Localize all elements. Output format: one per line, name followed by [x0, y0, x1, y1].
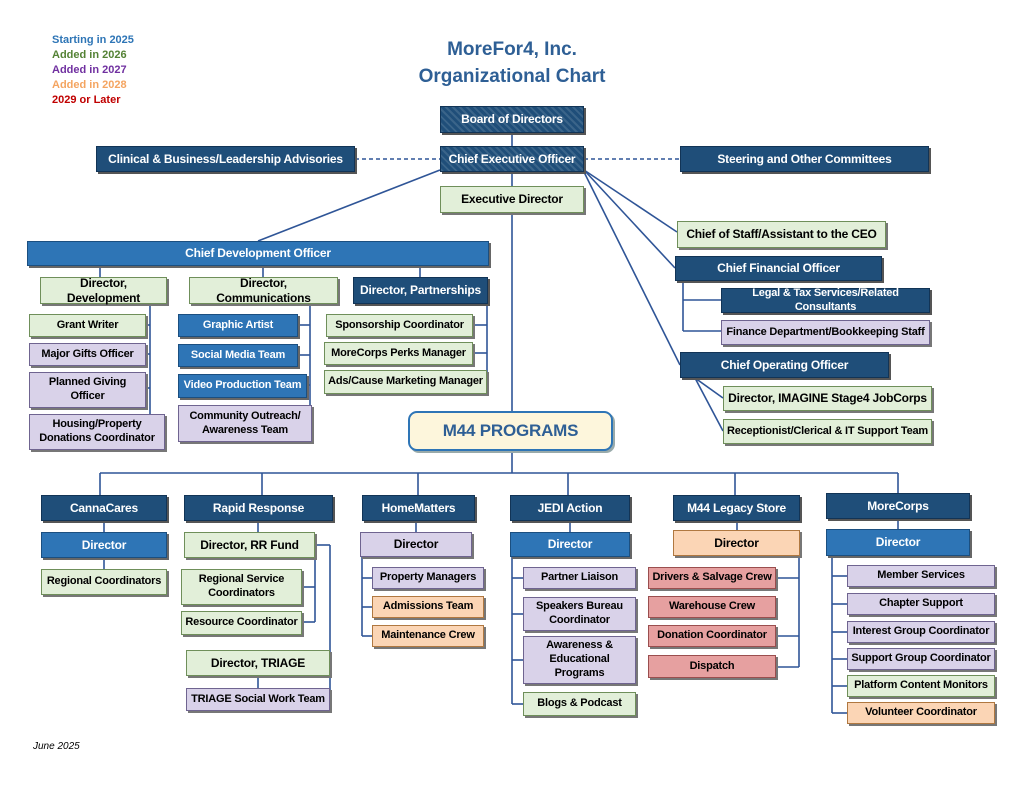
partner-liaison-box: Partner Liaison — [523, 567, 636, 589]
perks-manager-box: MoreCorps Perks Manager — [324, 342, 473, 365]
donation-coordinator-box: Donation Coordinator — [648, 625, 776, 647]
warehouse-crew-box: Warehouse Crew — [648, 596, 776, 618]
director-development-box: Director, Development — [40, 276, 167, 305]
date-label: June 2025 — [33, 741, 80, 752]
ceo-box: Chief Executive Officer — [440, 146, 584, 172]
video-production-box: Video Production Team — [178, 374, 307, 398]
m44-programs-box: M44 PROGRAMS — [408, 411, 613, 451]
legend-item-2028: Added in 2028 — [52, 79, 127, 91]
chief-of-staff-box: Chief of Staff/Assistant to the CEO — [677, 221, 886, 248]
sponsorship-box: Sponsorship Coordinator — [326, 314, 473, 337]
platform-monitors-box: Platform Content Monitors — [847, 675, 995, 697]
cfo-box: Chief Financial Officer — [675, 256, 882, 281]
rr-fund-director-box: Director, RR Fund — [184, 532, 315, 558]
jedi-director-box: Director — [510, 532, 630, 557]
legend-item-2027: Added in 2027 — [52, 64, 127, 76]
receptionist-box: Receptionist/Clerical & IT Support Team — [723, 419, 932, 444]
interest-group-box: Interest Group Coordinator — [847, 621, 995, 643]
speakers-bureau-box: Speakers Bureau Coordinator — [523, 597, 636, 631]
community-outreach-box: Community Outreach/ Awareness Team — [178, 405, 312, 442]
housing-donations-box: Housing/Property Donations Coordinator — [29, 414, 165, 450]
committees-box: Steering and Other Committees — [680, 146, 929, 172]
jedi-action-box: JEDI Action — [510, 495, 630, 521]
grant-writer-box: Grant Writer — [29, 314, 146, 337]
legacy-store-box: M44 Legacy Store — [673, 495, 800, 521]
director-partnerships-box: Director, Partnerships — [353, 277, 488, 304]
morecorps-box: MoreCorps — [826, 493, 970, 519]
planned-giving-box: Planned Giving Officer — [29, 372, 146, 408]
regional-service-box: Regional Service Coordinators — [181, 569, 302, 605]
homematters-box: HomeMatters — [362, 495, 475, 521]
triage-director-box: Director, TRIAGE — [186, 650, 330, 676]
director-communications-box: Director, Communications — [189, 276, 338, 305]
regional-coordinators-box: Regional Coordinators — [41, 569, 167, 595]
admissions-team-box: Admissions Team — [372, 596, 484, 618]
drivers-salvage-box: Drivers & Salvage Crew — [648, 567, 776, 589]
homematters-director-box: Director — [360, 532, 472, 557]
coo-box: Chief Operating Officer — [680, 352, 889, 378]
imagine-box: Director, IMAGINE Stage4 JobCorps — [723, 386, 932, 411]
graphic-artist-box: Graphic Artist — [178, 314, 298, 337]
finance-box: Finance Department/Bookkeeping Staff — [721, 320, 930, 345]
legend-item-2025: Starting in 2025 — [52, 34, 134, 46]
rapid-response-box: Rapid Response — [184, 495, 333, 521]
cannacares-director-box: Director — [41, 532, 167, 558]
board-of-directors: Board of Directors — [440, 106, 584, 133]
member-services-box: Member Services — [847, 565, 995, 587]
chart-title: MoreFor4, Inc. Organizational Chart — [380, 36, 644, 90]
support-group-box: Support Group Coordinator — [847, 648, 995, 670]
advisories-box: Clinical & Business/Leadership Advisorie… — [96, 146, 355, 172]
cdo-box: Chief Development Officer — [27, 241, 489, 266]
blogs-podcast-box: Blogs & Podcast — [523, 692, 636, 716]
legend-item-2026: Added in 2026 — [52, 49, 127, 61]
title-line-1: MoreFor4, Inc. — [447, 39, 577, 60]
legal-box: Legal & Tax Services/Related Consultants — [721, 287, 930, 313]
resource-coordinator-box: Resource Coordinator — [181, 611, 302, 635]
social-media-box: Social Media Team — [178, 344, 298, 367]
title-line-2: Organizational Chart — [418, 66, 606, 87]
property-managers-box: Property Managers — [372, 567, 484, 589]
legend-item-2029: 2029 or Later — [52, 94, 121, 106]
legacy-director-box: Director — [673, 530, 800, 556]
executive-director-box: Executive Director — [440, 186, 584, 213]
awareness-programs-box: Awareness & Educational Programs — [523, 636, 636, 684]
chapter-support-box: Chapter Support — [847, 593, 995, 615]
volunteer-coordinator-box: Volunteer Coordinator — [847, 702, 995, 724]
triage-team-box: TRIAGE Social Work Team — [186, 688, 330, 711]
dispatch-box: Dispatch — [648, 655, 776, 678]
maintenance-crew-box: Maintenance Crew — [372, 625, 484, 647]
morecorps-director-box: Director — [826, 529, 970, 556]
major-gifts-box: Major Gifts Officer — [29, 343, 146, 366]
cannacares-box: CannaCares — [41, 495, 167, 521]
ads-marketing-box: Ads/Cause Marketing Manager — [324, 370, 487, 394]
